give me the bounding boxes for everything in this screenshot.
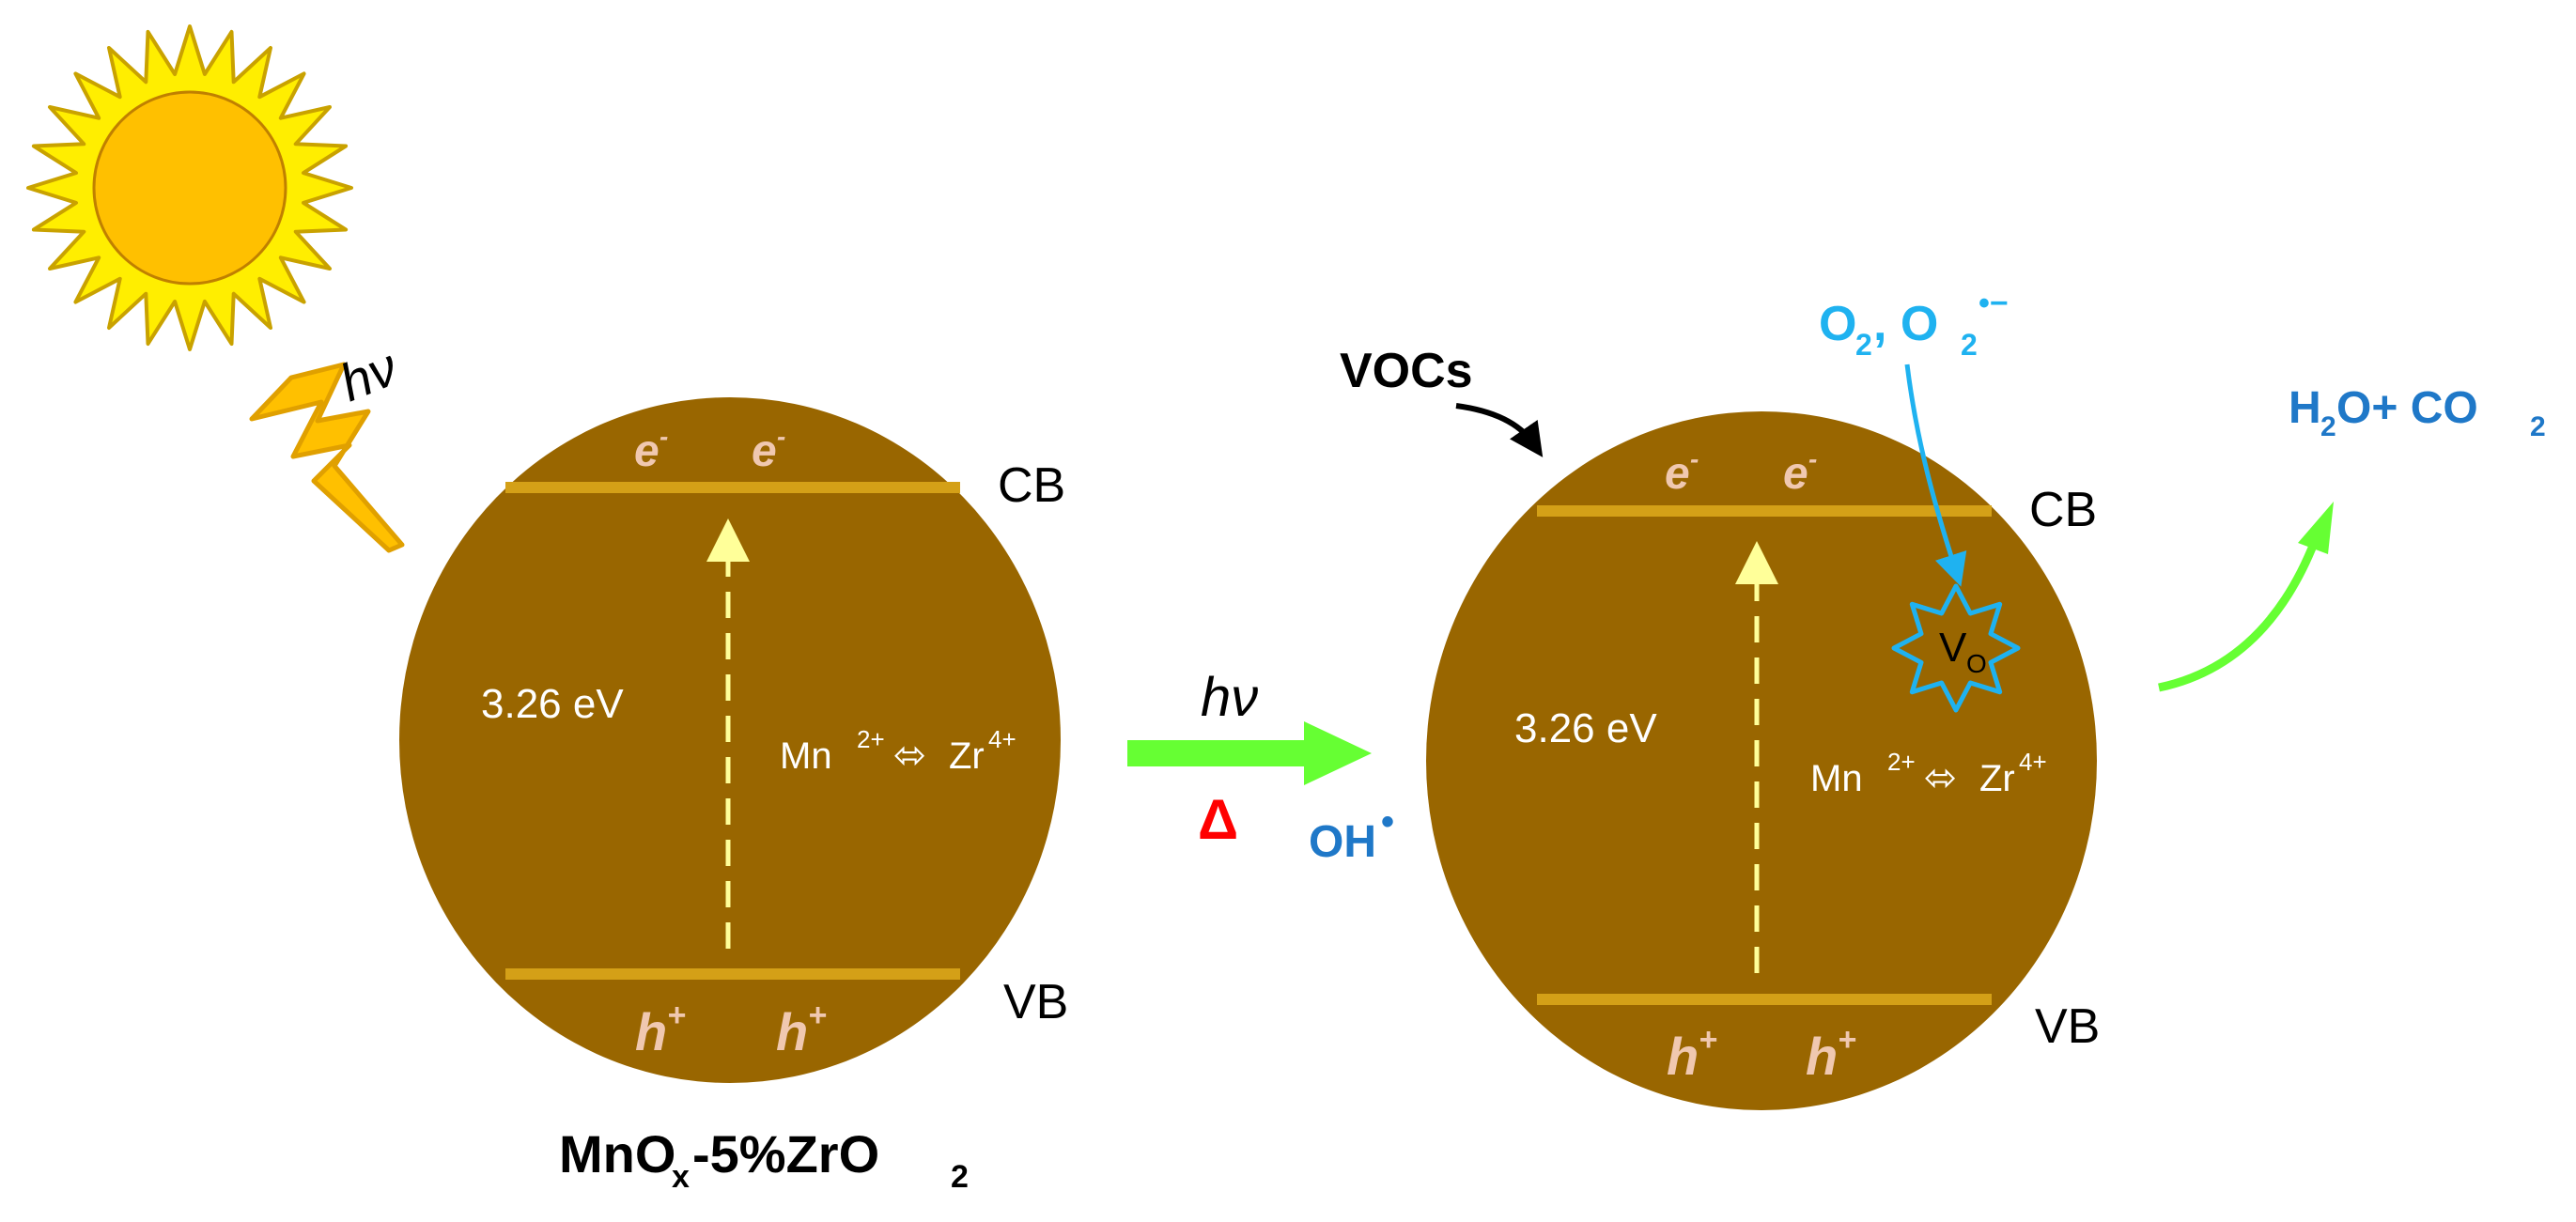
right-bandgap-label: 3.26 eV [1514,705,1657,751]
svg-text:2: 2 [2320,411,2336,442]
vacancy-star-shape [1891,583,2021,713]
left-electron-2: e - [752,422,785,476]
left-dopant-label: Mn 2+ ⬄ Zr 4+ [780,725,1016,777]
right-hole-2: h + [1806,1022,1856,1086]
hydroxyl-radical-label: OH • [1309,801,1394,867]
left-vb-band [505,968,960,980]
svg-text:Mn: Mn [1810,758,1863,799]
svg-text:e: e [1665,449,1690,499]
svg-text:2: 2 [1961,328,1978,362]
hv-label-sun: hν [332,337,405,413]
svg-text:Zr: Zr [1979,758,2015,799]
right-vb-label: VB [2035,999,2100,1054]
lightning-icon [249,362,405,553]
left-hole-1: h + [635,998,686,1061]
product-label: H 2 O+ CO 2 [2289,383,2546,442]
svg-text:-: - [1808,444,1817,473]
hv-label-middle: hν [1201,667,1258,728]
heat-delta-symbol: Δ [1198,788,1238,851]
svg-text:Mn: Mn [780,735,832,777]
vocs-label: VOCs [1340,344,1473,398]
svg-text:2: 2 [1855,328,1872,362]
svg-text:e: e [1783,449,1808,499]
svg-text:, O: , O [1873,297,1938,351]
svg-text:OH: OH [1309,817,1376,867]
svg-text:-5%ZrO: -5%ZrO [692,1124,879,1183]
svg-text:-: - [1690,444,1699,473]
svg-text:MnO: MnO [559,1124,675,1183]
svg-text:Zr: Zr [949,735,985,777]
left-cb-band [505,482,960,493]
svg-text:h: h [1806,1027,1838,1086]
svg-text:h: h [776,1002,808,1061]
svg-text:2+: 2+ [1887,748,1916,776]
svg-text:+: + [808,998,827,1033]
svg-text:+: + [1838,1022,1856,1058]
svg-text:4+: 4+ [2019,748,2047,776]
svg-text:•−: •− [1979,286,2009,321]
left-electron-1: e - [634,422,668,476]
left-bandgap-label: 3.26 eV [481,681,624,727]
right-electron-1: e - [1665,444,1699,499]
svg-text:•: • [1381,801,1394,843]
right-particle [1426,411,2097,1110]
svg-text:⬄: ⬄ [1924,755,1957,799]
svg-text:4+: 4+ [988,725,1016,753]
oxygen-arrow [1904,364,1967,587]
svg-text:-: - [660,422,668,451]
svg-text:2: 2 [2530,411,2546,442]
left-vb-label: VB [1003,975,1068,1029]
right-electron-2: e - [1783,444,1817,499]
product-arrow [2158,539,2320,692]
svg-text:h: h [1667,1027,1699,1086]
svg-text:V: V [1939,625,1967,671]
sun-core [92,90,287,286]
svg-text:+: + [667,998,686,1033]
left-hole-2: h + [776,998,827,1061]
right-gap-arrow-head [1735,541,1778,584]
oxygen-species-label: O 2 , O 2 •− [1819,286,2009,362]
product-arrow-head [2298,502,2334,554]
svg-text:+: + [1699,1022,1717,1058]
sun-icon [26,24,353,351]
right-cb-label: CB [2029,483,2097,537]
vocs-arrow [1455,403,1544,457]
oxygen-vacancy-star-icon: V O [1891,583,2021,713]
svg-text:O: O [1966,649,1987,678]
svg-text:2: 2 [951,1159,969,1195]
right-vb-band [1537,994,1992,1005]
right-cb-band [1537,505,1992,517]
left-gap-arrow-head [706,518,750,562]
svg-text:O+ CO: O+ CO [2336,383,2478,433]
process-arrow [1127,721,1372,785]
left-cb-label: CB [998,458,1065,513]
svg-text:-: - [777,422,785,451]
svg-text:⬄: ⬄ [893,733,926,777]
catalyst-label: MnO x -5%ZrO 2 [559,1124,969,1195]
svg-text:O: O [1819,297,1856,351]
svg-text:e: e [752,426,777,476]
svg-text:x: x [672,1159,690,1195]
svg-text:e: e [634,426,660,476]
right-dopant-label: Mn 2+ ⬄ Zr 4+ [1810,748,2047,799]
svg-text:2+: 2+ [857,725,885,753]
right-hole-1: h + [1667,1022,1717,1086]
svg-text:h: h [635,1002,667,1061]
svg-text:H: H [2289,383,2321,433]
